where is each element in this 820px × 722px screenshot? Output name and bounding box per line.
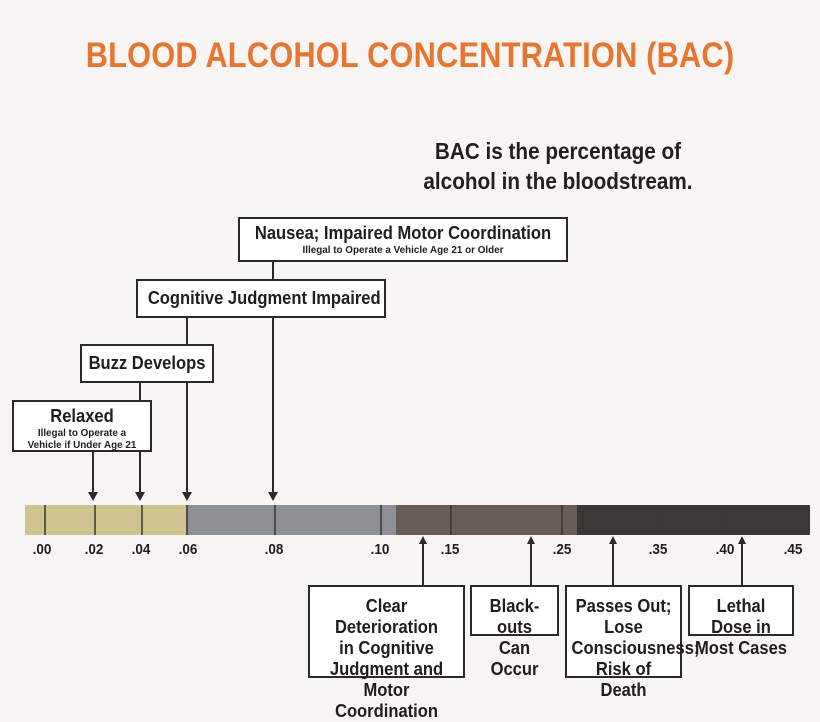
callout-box-clear-deterioration-line-1: Clear Deterioration [334,596,439,637]
callout-box-clear-deterioration[interactable]: Clear Deterioration in Cognitive Judgmen… [308,585,465,721]
callout-box-clear-deterioration-line-3: Judgment and Motor [329,659,444,700]
bar-segment-gray [186,505,396,535]
callout-box-clear-deterioration-line-2: in Cognitive [339,638,434,658]
bar-divider [450,505,452,535]
tick-label-00: .00 [32,541,52,558]
callout-box-passes-out-line-3: Consciousness; [571,638,700,658]
tick-label-25: .25 [552,541,572,558]
callout-box-blackouts[interactable]: Black-outs Can Occur [470,585,559,679]
bar-divider [380,505,382,535]
infographic-canvas: BLOOD ALCOHOL CONCENTRATION (BAC) BAC is… [12,36,810,721]
callout-box-clear-deterioration-line-4: Coordination [334,701,439,721]
connector-line-blackouts [530,544,532,585]
callout-box-relaxed-title: Relaxed [50,406,114,426]
bar-divider [141,505,143,535]
subtitle-line-1: BAC is the percentage of [434,138,682,164]
arrow-down-buzz-develops [135,492,145,501]
tick-label-10: .10 [370,541,390,558]
connector-line-relaxed [92,452,94,494]
arrow-up-clear-deterioration [419,536,427,544]
callout-box-nausea[interactable]: Nausea; Impaired Motor Coordination Ille… [238,217,568,262]
callout-box-relaxed-note-2: Vehicle if Under Age 21 [27,439,137,451]
tick-label-15: .15 [440,541,460,558]
callout-box-relaxed-note-1: Illegal to Operate a [37,427,127,439]
callout-box-nausea-note: Illegal to Operate a Vehicle Age 21 or O… [302,244,504,256]
bac-scale-bar[interactable] [25,505,810,535]
connector-line-clear-deterioration [422,544,424,585]
connector-line-passes-out [612,544,614,585]
callout-box-cognitive-impaired-title: Cognitive Judgment Impaired [147,288,381,308]
tick-label-06: .06 [178,541,198,558]
bar-segment-brown [396,505,577,535]
callout-box-blackouts-line-2: Can Occur [490,638,539,679]
tick-label-02: .02 [84,541,104,558]
tick-label-35: .35 [648,541,668,558]
bar-divider [725,505,727,535]
callout-box-buzz-develops[interactable]: Buzz Develops [80,344,214,383]
arrow-down-nausea [268,492,278,501]
callout-box-passes-out-line-2: Lose [604,617,643,637]
callout-box-lethal-dose[interactable]: Lethal Dose in Most Cases [688,585,794,658]
page-title: BLOOD ALCOHOL CONCENTRATION (BAC) [85,36,735,75]
bar-divider [658,505,660,535]
callout-box-passes-out-line-1: Passes Out; [575,596,672,616]
callout-box-cognitive-impaired[interactable]: Cognitive Judgment Impaired [136,279,386,318]
subtitle-line-2: alcohol in the bloodstream. [423,168,693,194]
tick-label-40: .40 [715,541,735,558]
arrow-up-passes-out [609,536,617,544]
callout-box-passes-out[interactable]: Passes Out; Lose Consciousness; Risk of … [565,585,700,700]
tick-label-08: .08 [264,541,284,558]
connector-line-lethal-dose [741,544,743,585]
bar-divider [274,505,276,535]
callout-box-lethal-dose-line-2: Most Cases [694,638,788,658]
callout-box-lethal-dose-line-1: Lethal Dose in [711,596,771,637]
connector-line-nausea [272,262,274,494]
bar-divider [94,505,96,535]
arrow-up-lethal-dose [738,536,746,544]
bar-divider [44,505,46,535]
arrow-up-blackouts [527,536,535,544]
bar-segment-charcoal [577,505,810,535]
arrow-down-relaxed [88,492,98,501]
bar-divider [791,505,793,535]
callout-box-passes-out-line-4: Risk of Death [595,659,652,700]
tick-label-04: .04 [131,541,151,558]
connector-line-cognitive-impaired [186,318,188,494]
callout-box-nausea-title: Nausea; Impaired Motor Coordination [254,223,552,243]
callout-box-relaxed[interactable]: Relaxed Illegal to Operate a Vehicle if … [12,400,152,452]
bar-divider [186,505,188,535]
arrow-down-cognitive-impaired [182,492,192,501]
tick-label-45: .45 [783,541,803,558]
bar-segment-tan [25,505,186,535]
callout-box-blackouts-line-1: Black-outs [489,596,540,637]
bar-divider [561,505,563,535]
callout-box-buzz-develops-title: Buzz Develops [88,353,206,373]
subtitle: BAC is the percentage of alcohol in the … [414,136,702,196]
